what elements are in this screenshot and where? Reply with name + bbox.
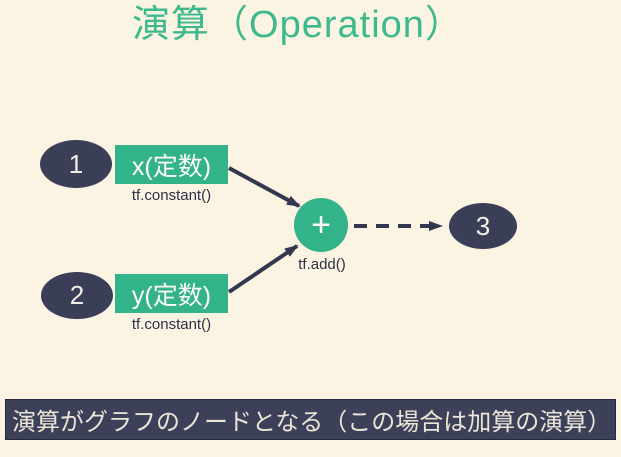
node-2-ellipse: 2 — [41, 272, 113, 319]
node-x-caption: tf.constant() — [131, 187, 212, 204]
node-x-box: x(定数) — [115, 145, 228, 184]
node-3-number: 3 — [475, 210, 491, 241]
footer-text: 演算がグラフのノードとなる（この場合は加算の演算） — [12, 409, 612, 436]
node-2-number: 2 — [69, 280, 85, 310]
node-y-box: y(定数) — [115, 274, 228, 313]
op-plus-circle: + — [294, 198, 348, 252]
node-y-label: y(定数) — [131, 281, 212, 310]
op-caption: tf.add() — [298, 256, 346, 273]
edge-x-to-plus — [228, 166, 301, 208]
slide-title: 演算（Operation） — [132, 4, 464, 46]
node-y-caption: tf.constant() — [131, 316, 212, 333]
op-plus-symbol: + — [311, 206, 331, 244]
node-1-ellipse: 1 — [40, 140, 112, 188]
node-x-label: x(定数) — [131, 152, 212, 181]
node-1-number: 1 — [68, 148, 84, 179]
node-3-ellipse: 3 — [449, 203, 517, 249]
footer-bar: 演算がグラフのノードとなる（この場合は加算の演算） — [5, 399, 616, 440]
edge-y-to-plus — [227, 244, 299, 294]
